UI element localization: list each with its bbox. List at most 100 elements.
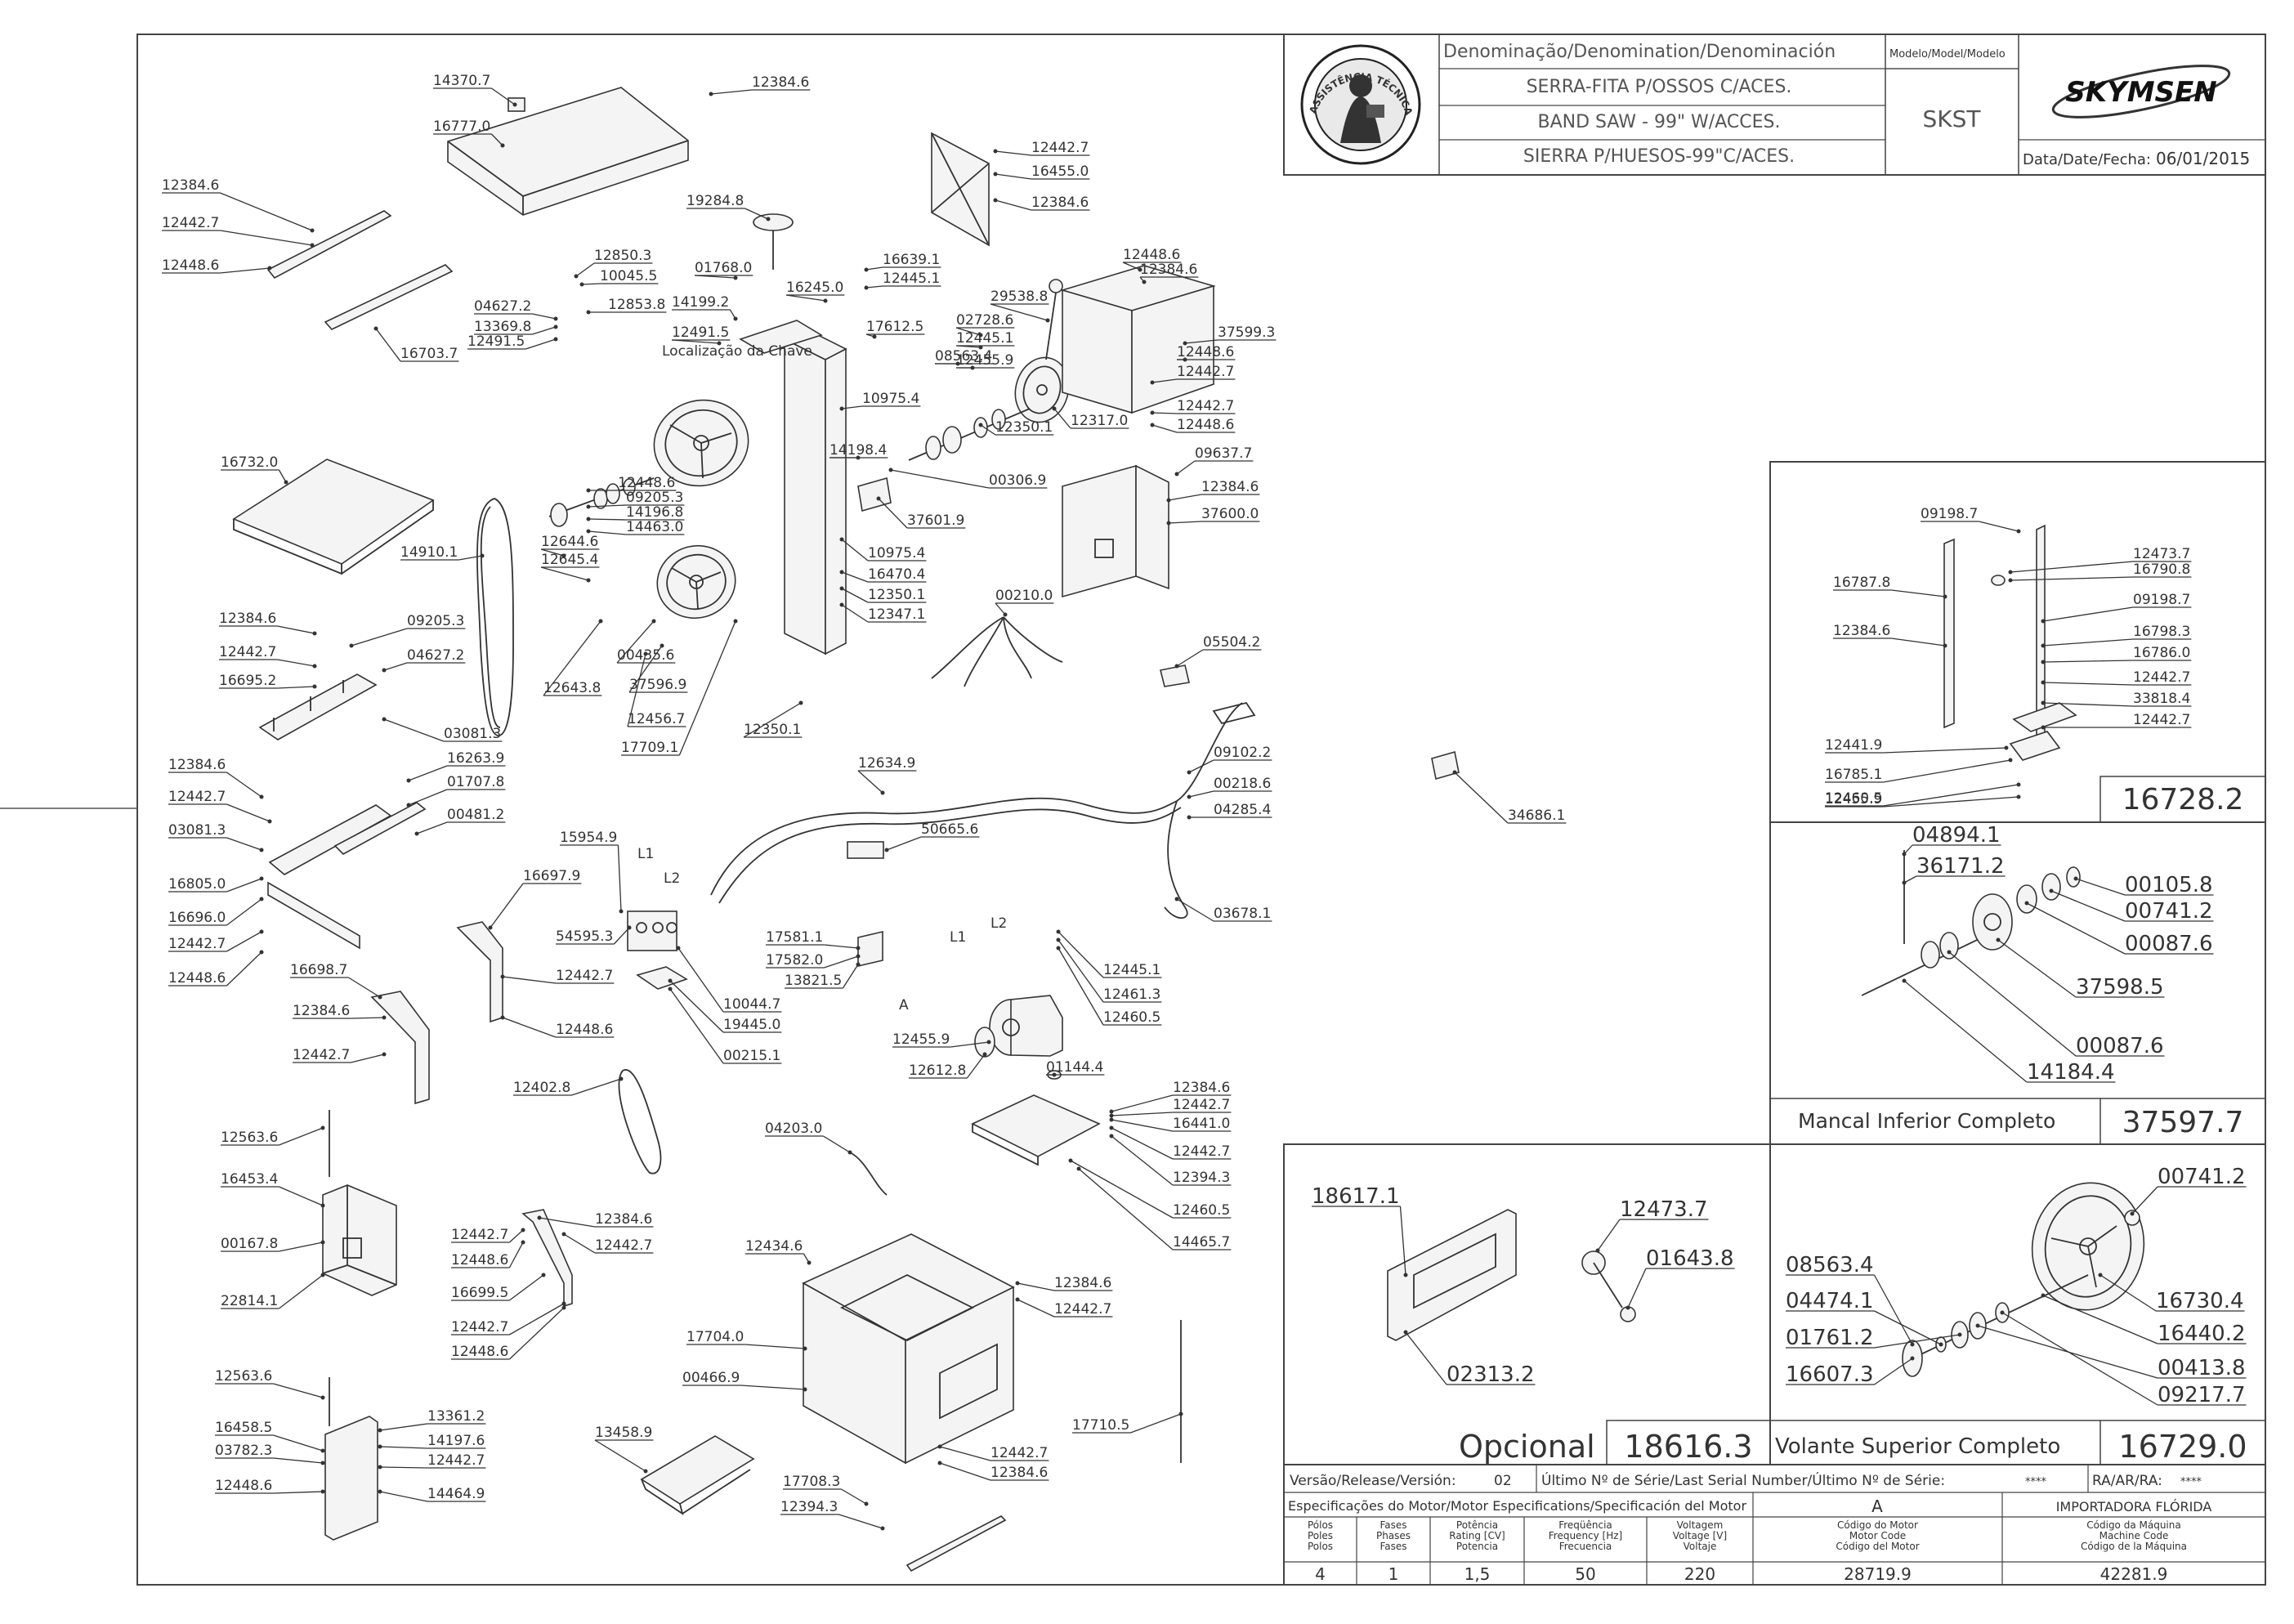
part-knob — [753, 213, 794, 270]
part-label-leader-dot — [1045, 318, 1050, 323]
part-label: 12442.7 — [451, 1319, 508, 1335]
part-label-leader-dot — [856, 455, 861, 460]
part-label-leader — [508, 1229, 524, 1243]
part-label: 12442.7 — [451, 1227, 508, 1243]
part-label: 37601.9 — [907, 512, 964, 529]
part-label: 12853.8 — [608, 297, 665, 313]
motor-ref: A — [1871, 1496, 1883, 1516]
part-label-leader — [980, 424, 996, 436]
panel-16728-part-label-leader-dot — [2008, 758, 2013, 763]
part-label: 00215.1 — [723, 1048, 780, 1064]
part-label: 17704.0 — [686, 1329, 744, 1345]
part-label-leader — [995, 173, 1032, 180]
part-label: 00167.8 — [221, 1236, 278, 1252]
part-label: 12384.6 — [752, 74, 809, 91]
part-label-leader-dot — [1150, 380, 1155, 385]
part-drip-tray — [640, 1435, 755, 1516]
part-label-leader-dot — [619, 1076, 624, 1081]
part-label: 12445.1 — [883, 271, 940, 287]
part-label-leader-dot — [541, 1273, 546, 1277]
part-label-leader-dot — [414, 831, 419, 836]
part-label: 12384.6 — [1140, 262, 1197, 278]
part-label-leader-dot — [643, 651, 648, 656]
panel-16729-part-label: 00413.8 — [2158, 1356, 2246, 1380]
panel-frames — [1283, 461, 2266, 1465]
part-label-leader-dot — [937, 1461, 942, 1465]
panel-16728-part-label-leader-dot — [2041, 619, 2046, 624]
panel-16729-part-label: 16607.3 — [1786, 1362, 1874, 1387]
model-value: SKST — [1922, 105, 1981, 132]
part-label-leader-dot — [955, 361, 960, 366]
part-label-leader-dot — [1174, 897, 1179, 901]
spec-table — [1283, 1464, 2266, 1586]
part-label: 16245.0 — [786, 280, 843, 296]
part-label-leader — [539, 1217, 596, 1228]
part-label-leader — [588, 530, 627, 535]
part-base-frame-left — [258, 673, 427, 950]
part-label-leader-dot — [839, 537, 844, 542]
part-label: 00218.6 — [1214, 776, 1271, 792]
part-label-leader — [678, 620, 736, 756]
part-label-leader — [273, 1457, 324, 1464]
part-label: 14196.8 — [626, 504, 683, 521]
part-label-leader-dot — [627, 925, 632, 930]
panel-37597-part-label-leader-dot — [1996, 937, 2001, 942]
part-label-leader — [1188, 790, 1214, 798]
part-label: 17708.3 — [783, 1474, 840, 1490]
panel-16728-part-label-leader — [1891, 638, 1946, 646]
part-label-leader-dot — [880, 790, 885, 795]
part-label-leader-dot — [373, 326, 378, 331]
denomination-header: Denominação/Denomination/Denominación — [1443, 42, 1836, 62]
part-label: 19445.0 — [723, 1017, 780, 1033]
part-label-leader — [857, 770, 883, 794]
part-label-leader-dot — [320, 1448, 325, 1453]
spec-header-line: Machine Code — [2099, 1530, 2169, 1541]
part-label: 12455.9 — [892, 1031, 950, 1048]
part-label-leader — [841, 571, 869, 583]
part-label-leader-dot — [982, 1052, 987, 1057]
part-label-leader — [543, 620, 601, 696]
part-label-leader-dot — [553, 316, 558, 321]
part-label-leader-dot — [839, 586, 844, 591]
part-label-leader-dot — [1109, 1125, 1114, 1130]
part-label-leader-dot — [839, 406, 844, 411]
part-label: 12442.7 — [1054, 1301, 1111, 1318]
part-label: 12448.6 — [556, 1022, 613, 1038]
part-switch-block — [627, 910, 677, 951]
part-label-leader-dot — [847, 1150, 852, 1155]
part-label: 12612.8 — [909, 1063, 966, 1079]
part-label-leader — [508, 1307, 565, 1360]
part-label-leader — [509, 1274, 544, 1301]
part-label: 12442.7 — [168, 936, 226, 952]
panel-16728-drawing — [1943, 524, 2077, 761]
spec-value: 1 — [1388, 1564, 1399, 1584]
part-label-leader-dot — [382, 668, 387, 673]
part-label-leader-dot — [1003, 612, 1008, 617]
part-label-leader — [588, 504, 627, 508]
part-label-leader — [995, 150, 1032, 156]
part-label-leader — [841, 539, 869, 561]
part-label: 12448.6 — [168, 970, 226, 986]
part-label: 16699.5 — [451, 1285, 508, 1301]
part-label-leader — [490, 883, 524, 928]
panel-18616-part-label-leader — [1405, 1331, 1447, 1385]
part-label-leader — [273, 1383, 324, 1398]
part-label-leader — [525, 338, 557, 350]
part-label-leader — [1111, 1094, 1174, 1112]
skymsen-logo: SKYMSEN — [2051, 65, 2231, 119]
date-label: Data/Date/Fecha: — [2023, 151, 2151, 168]
panel-37597-part-label-leader-dot — [1902, 978, 1907, 983]
panel-37597-part-label: 37598.5 — [2076, 975, 2164, 1000]
part-shaft-upper — [908, 408, 1031, 461]
part-label-leader-dot — [500, 974, 505, 979]
part-label-leader — [226, 878, 262, 893]
part-label-leader — [841, 588, 869, 603]
panel-16729-part-label-leader — [1874, 1358, 1913, 1385]
part-label-leader — [1188, 759, 1214, 773]
part-label: 12448.6 — [451, 1344, 508, 1360]
panel-18616-part-label: 12473.7 — [1620, 1197, 1708, 1222]
spec-header-line: Fases — [1380, 1541, 1406, 1552]
part-label-leader — [379, 1466, 428, 1469]
authorized-service-seal — [1300, 44, 1421, 165]
part-label: 12448.6 — [1177, 417, 1234, 433]
